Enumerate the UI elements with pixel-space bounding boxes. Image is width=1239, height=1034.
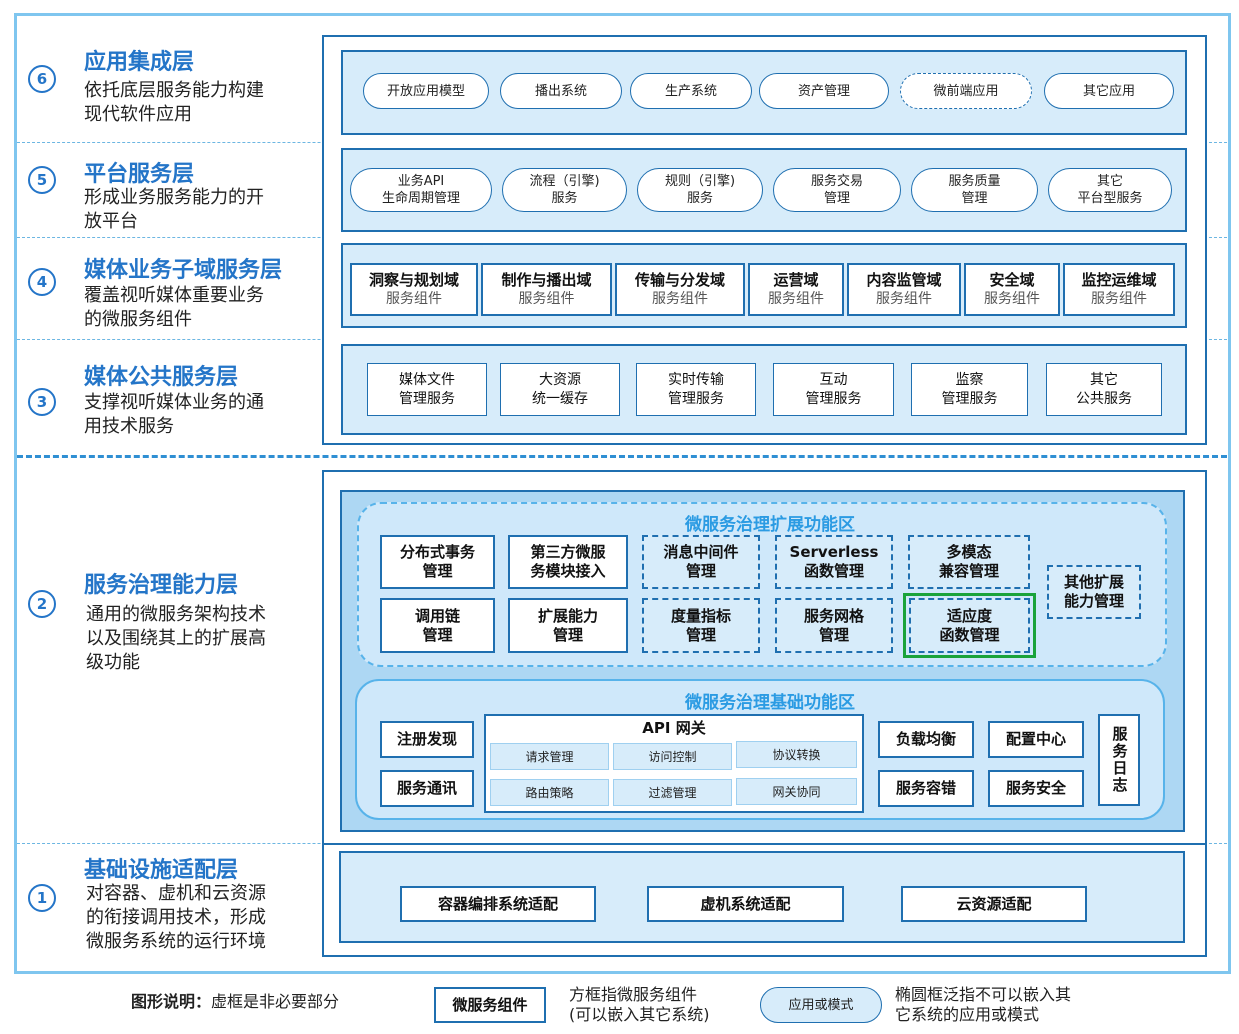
- layer-title-3: 媒体公共服务层: [84, 365, 239, 390]
- public-item: 监察管理服务: [911, 363, 1028, 416]
- layer-title-1: 基础设施适配层: [84, 858, 239, 883]
- platform-item: 流程（引擎)服务: [502, 168, 627, 212]
- domain-item: 传输与分发域服务组件: [615, 263, 745, 316]
- ext-item: 分布式事务管理: [380, 535, 495, 589]
- platform-item: 服务交易管理: [773, 168, 901, 212]
- infra-item: 云资源适配: [901, 886, 1087, 922]
- layer-num-2: 2: [28, 590, 56, 618]
- domain-item: 安全域服务组件: [964, 263, 1060, 316]
- extension-zone-title: 微服务治理扩展功能区: [685, 515, 855, 535]
- app-item-optional: 微前端应用: [900, 73, 1032, 109]
- legend-box-desc: 方框指微服务组件(可以嵌入其它系统): [569, 985, 710, 1024]
- layer-desc-2: 通用的微服务架构技术以及围绕其上的扩展高级功能: [86, 604, 266, 673]
- ext-item-optional: 适应度函数管理: [909, 598, 1030, 653]
- base-zone-title: 微服务治理基础功能区: [685, 693, 855, 713]
- platform-item: 其它平台型服务: [1048, 168, 1172, 212]
- platform-item: 服务质量管理: [911, 168, 1038, 212]
- layer-desc-4: 覆盖视听媒体重要业务的微服务组件: [84, 285, 264, 330]
- base-item: 服务安全: [988, 770, 1084, 807]
- legend-pill-sample: 应用或模式: [760, 987, 882, 1023]
- layer-desc-1: 对容器、虚机和云资源的衔接调用技术，形成微服务系统的运行环境: [86, 883, 266, 952]
- legend-label-text: 虚框是非必要部分: [211, 992, 340, 1011]
- ext-item-optional: 度量指标管理: [642, 598, 760, 653]
- gateway-cell: 网关协同: [736, 778, 857, 805]
- ext-item-optional: 其他扩展能力管理: [1047, 565, 1141, 619]
- ext-item: 扩展能力管理: [508, 598, 628, 653]
- layer-desc-5: 形成业务服务能力的开放平台: [84, 187, 264, 232]
- domain-item: 运营域服务组件: [748, 263, 844, 316]
- service-log: 服务日志: [1098, 714, 1140, 806]
- domain-item: 制作与播出域服务组件: [481, 263, 612, 316]
- api-gateway-title: API 网关: [642, 719, 706, 737]
- base-item: 服务容错: [878, 770, 974, 807]
- ext-item-optional: 消息中间件管理: [642, 535, 760, 589]
- infra-item: 虚机系统适配: [647, 886, 844, 922]
- layer-num-3: 3: [28, 388, 56, 416]
- layer-title-4: 媒体业务子域服务层: [84, 258, 283, 283]
- base-item: 服务通讯: [380, 770, 474, 807]
- public-item: 媒体文件管理服务: [367, 363, 487, 416]
- ext-item: 调用链管理: [380, 598, 495, 653]
- domain-item: 监控运维域服务组件: [1063, 263, 1175, 316]
- layer-num-5: 5: [28, 166, 56, 194]
- layer-title-6: 应用集成层: [84, 50, 195, 75]
- public-item: 实时传输管理服务: [636, 363, 756, 416]
- ext-item-optional: 服务网格管理: [775, 598, 893, 653]
- app-item: 其它应用: [1044, 73, 1174, 109]
- gateway-cell: 访问控制: [613, 743, 732, 770]
- domain-item: 洞察与规划域服务组件: [350, 263, 478, 316]
- infra-item: 容器编排系统适配: [400, 886, 596, 922]
- gateway-cell: 协议转换: [736, 741, 857, 768]
- layer-desc-3: 支撑视听媒体业务的通用技术服务: [84, 392, 264, 437]
- app-item: 生产系统: [630, 73, 752, 109]
- diagram-frame: [14, 13, 1231, 974]
- highlight-frame: [903, 593, 1036, 658]
- layer-num-6: 6: [28, 65, 56, 93]
- base-item: 配置中心: [988, 721, 1084, 758]
- gateway-cell: 过滤管理: [613, 779, 732, 806]
- app-item: 开放应用模型: [363, 73, 489, 109]
- ext-item-optional: 多模态兼容管理: [908, 535, 1030, 589]
- public-item: 大资源统一缓存: [500, 363, 620, 416]
- platform-item: 规则（引擎)服务: [637, 168, 763, 212]
- domain-item: 内容监管域服务组件: [847, 263, 961, 316]
- layer-num-1: 1: [28, 884, 56, 912]
- gateway-cell: 路由策略: [490, 779, 609, 806]
- app-item: 播出系统: [500, 73, 622, 109]
- base-item: 注册发现: [380, 721, 474, 758]
- layer-desc-6: 依托底层服务能力构建现代软件应用: [84, 80, 264, 125]
- layer-title-5: 平台服务层: [84, 162, 195, 187]
- ext-item: 第三方微服务模块接入: [508, 535, 628, 589]
- legend-box-sample: 微服务组件: [434, 987, 546, 1023]
- public-item: 互动管理服务: [773, 363, 894, 416]
- legend-label: 图形说明：虚框是非必要部分: [131, 992, 340, 1011]
- layer-title-2: 服务治理能力层: [84, 573, 239, 598]
- base-item: 负载均衡: [878, 721, 974, 758]
- gateway-cell: 请求管理: [490, 743, 609, 770]
- layer-num-4: 4: [28, 268, 56, 296]
- app-item: 资产管理: [759, 73, 889, 109]
- legend-pill-desc: 椭圆框泛指不可以嵌入其它系统的应用或模式: [895, 985, 1072, 1024]
- public-item: 其它公共服务: [1046, 363, 1162, 416]
- separator-major: [17, 455, 1227, 458]
